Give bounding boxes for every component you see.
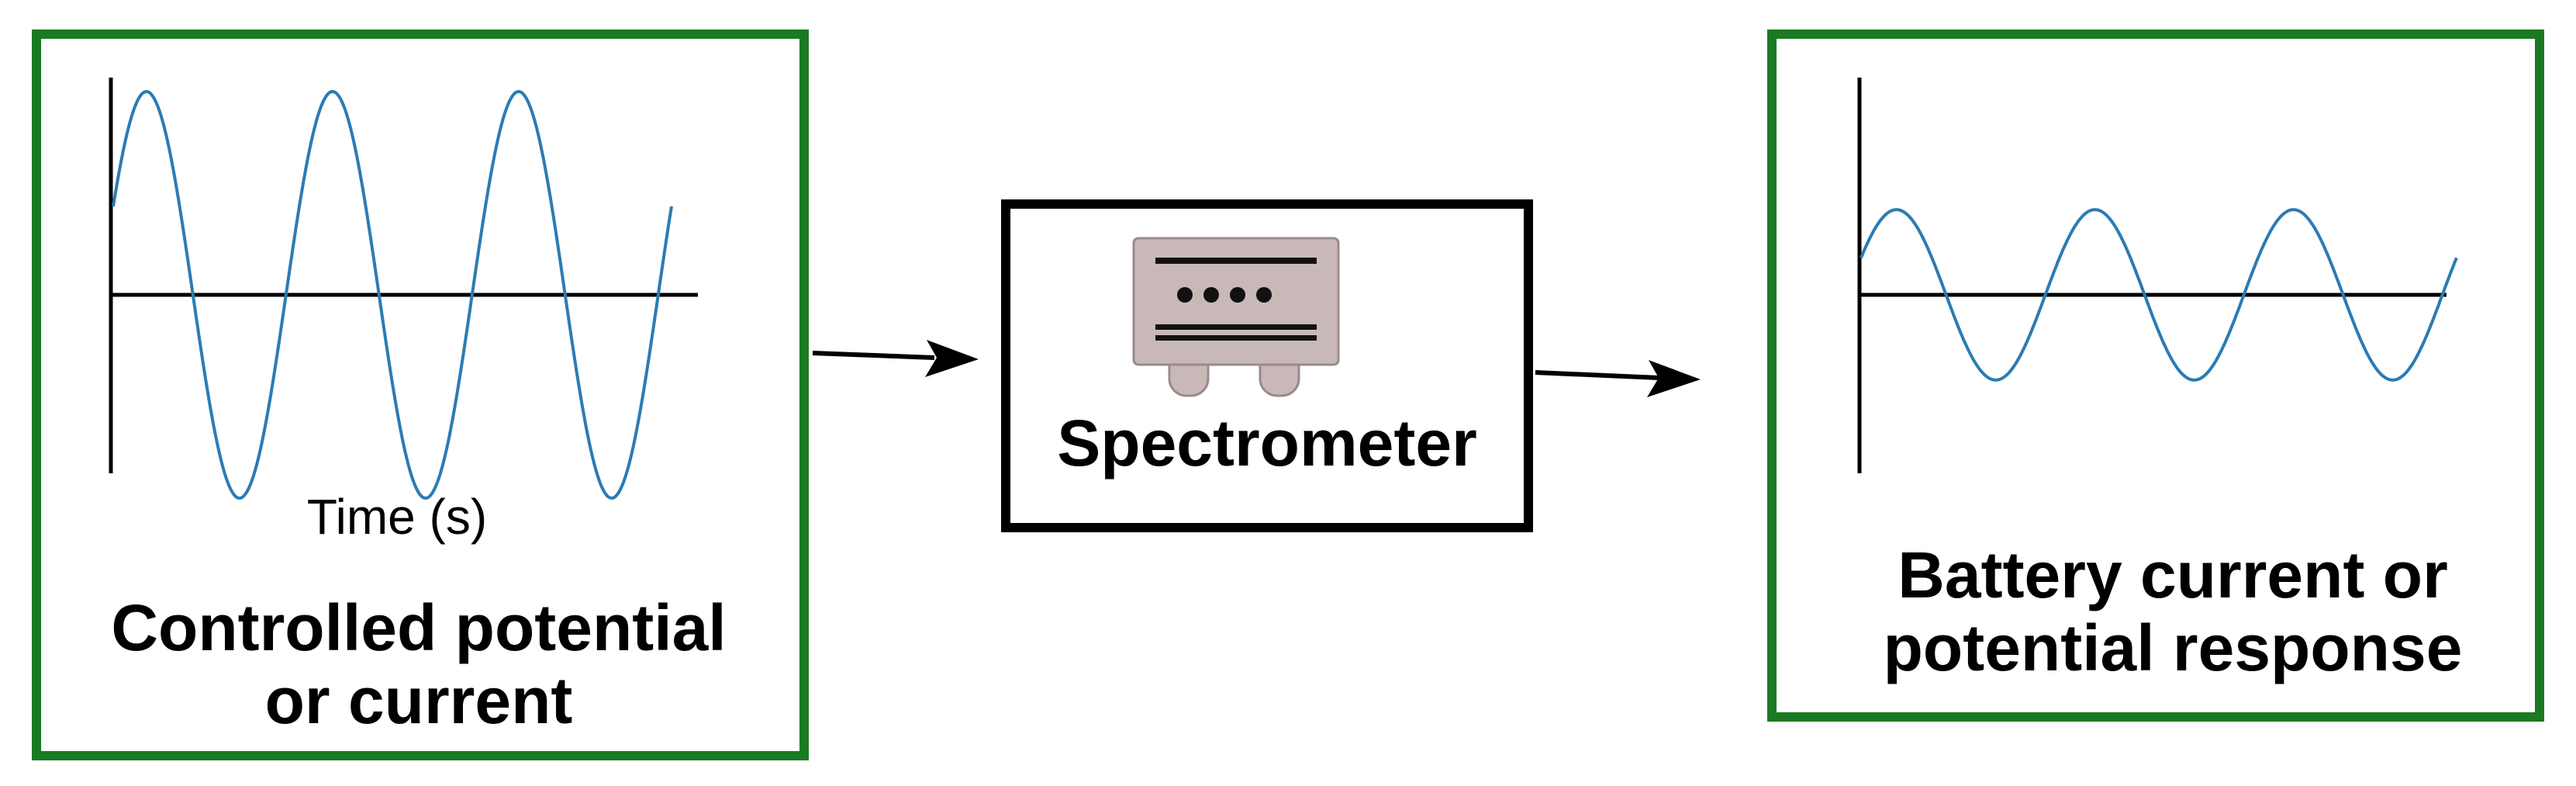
arrow-2-shaft xyxy=(1535,370,1660,380)
input-caption-line1: Controlled potential xyxy=(111,591,726,664)
input-sine-wave xyxy=(112,89,673,500)
output-panel-border xyxy=(1767,29,2544,722)
output-waveform-plot xyxy=(1857,78,2458,473)
output-caption-line2: potential response xyxy=(1884,611,2463,684)
input-caption-line2: or current xyxy=(265,664,573,737)
input-panel-border xyxy=(32,29,809,760)
device-bottom-line-2 xyxy=(1155,335,1317,341)
arrow-1-head xyxy=(925,340,979,377)
arrow-input-to-spectrometer xyxy=(812,340,979,377)
device-dot-1 xyxy=(1177,287,1193,303)
spectrometer-border xyxy=(1001,199,1533,532)
input-axis-label: Time (s) xyxy=(307,489,487,545)
arrow-1-shaft xyxy=(812,351,935,360)
device-top-line xyxy=(1155,258,1317,264)
output-panel: Battery current or potential response xyxy=(1767,29,2544,722)
input-panel: Time (s) Controlled potential or current xyxy=(32,29,809,760)
spectrometer-icon xyxy=(1132,237,1340,397)
device-dot-3 xyxy=(1230,287,1245,303)
input-waveform-plot xyxy=(109,78,698,500)
spectrometer-label: Spectrometer xyxy=(1057,407,1477,480)
device-bottom-line-1 xyxy=(1155,324,1317,330)
arrow-spectrometer-to-output xyxy=(1535,360,1701,397)
arrow-2-head xyxy=(1647,360,1701,397)
device-dot-2 xyxy=(1203,287,1219,303)
spectrometer-box: Spectrometer xyxy=(1001,199,1533,532)
output-sine-wave xyxy=(1859,208,2458,382)
output-caption-line1: Battery current or xyxy=(1897,538,2448,611)
device-dot-4 xyxy=(1256,287,1272,303)
